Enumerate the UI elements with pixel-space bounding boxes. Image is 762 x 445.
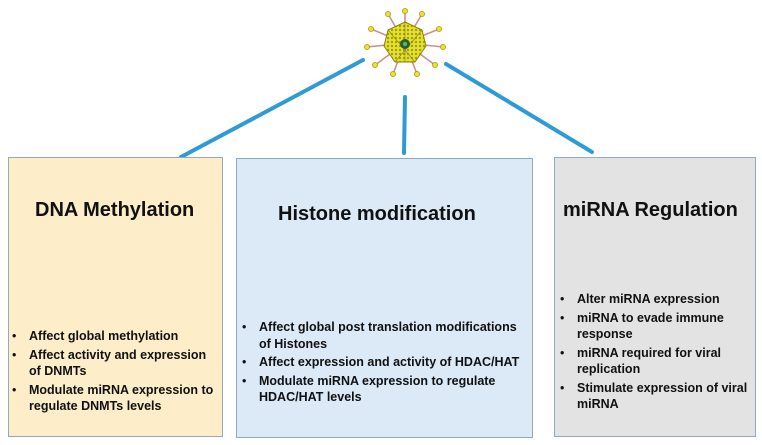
bullet-item: Stimulate expression of viral miRNA <box>558 380 750 413</box>
bullet-item: Affect activity and expression of DNMTs <box>10 347 215 380</box>
bullet-item: Modulate miRNA expression to regulate HD… <box>240 373 525 406</box>
panel-mirna-regulation: miRNA Regulation Alter miRNA expression … <box>554 157 756 437</box>
panel-dna-methylation: DNA Methylation Affect global methylatio… <box>8 157 223 437</box>
bullet-list: Affect global post translation modificat… <box>240 319 525 408</box>
bullet-item: Affect global post translation modificat… <box>240 319 525 352</box>
connector-line-histone <box>402 95 407 155</box>
bullet-item: miRNA required for viral replication <box>558 345 750 378</box>
bullet-item: miRNA to evade immune response <box>558 310 750 343</box>
bullet-item: Modulate miRNA expression to regulate DN… <box>10 382 215 415</box>
bullet-item: Alter miRNA expression <box>558 291 750 308</box>
panel-title: miRNA Regulation <box>563 199 738 221</box>
bullet-item: Affect expression and activity of HDAC/H… <box>240 354 525 371</box>
connector-line-dna <box>179 58 365 159</box>
bullet-item: Affect global methylation <box>10 328 215 345</box>
panel-title: DNA Methylation <box>35 199 195 221</box>
panel-title: Histone modification <box>278 203 476 225</box>
virus-icon <box>364 8 446 77</box>
connector-line-mirna <box>444 62 594 154</box>
bullet-list: Alter miRNA expression miRNA to evade im… <box>558 291 750 415</box>
bullet-list: Affect global methylation Affect activit… <box>10 328 215 417</box>
panel-histone-modification: Histone modification Affect global post … <box>236 158 533 438</box>
